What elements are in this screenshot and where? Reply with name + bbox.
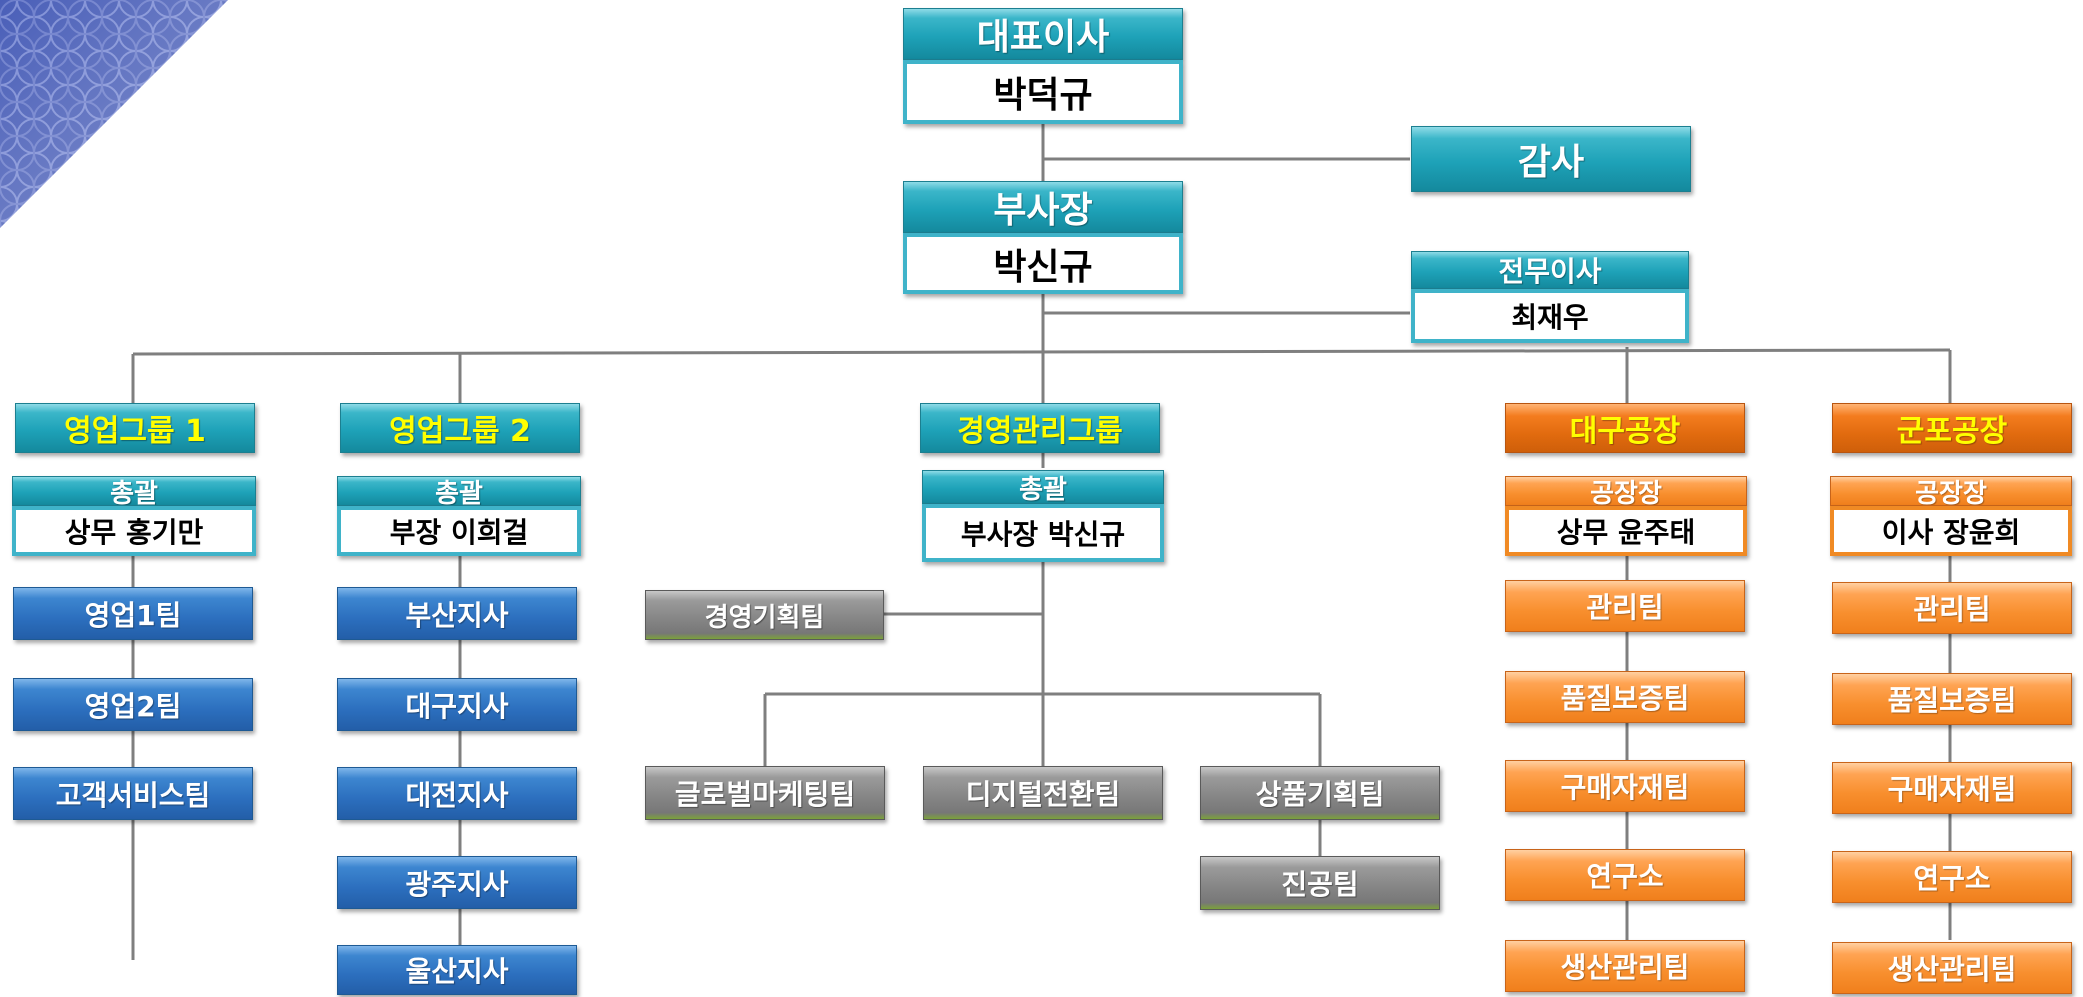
mgmt-group-lead: 부사장 박신규 <box>922 504 1164 562</box>
team-product-planning: 상품기획팀 <box>1200 766 1440 820</box>
daegu-team-production: 생산관리팀 <box>1505 940 1745 992</box>
branch-busan: 부산지사 <box>337 587 577 640</box>
sales-group2-lead: 부장 이희걸 <box>337 506 581 556</box>
daegu-team-quality: 품질보증팀 <box>1505 671 1745 723</box>
team-digital-transformation: 디지털전환팀 <box>923 766 1163 820</box>
team-vacuum: 진공팀 <box>1200 856 1440 910</box>
daegu-team-admin: 관리팀 <box>1505 580 1745 632</box>
exec-director-title: 전무이사 <box>1411 251 1689 289</box>
decorative-corner-pattern <box>0 0 228 228</box>
sales-group1-role: 총괄 <box>12 476 256 506</box>
daegu-factory-role: 공장장 <box>1505 476 1747 506</box>
ceo-name: 박덕규 <box>903 60 1183 124</box>
gunpo-factory-role: 공장장 <box>1830 476 2072 506</box>
gunpo-team-production: 생산관리팀 <box>1832 942 2072 994</box>
sales-group2-header: 영업그룹 2 <box>340 403 580 453</box>
gunpo-factory-lead: 이사 장윤희 <box>1830 506 2072 556</box>
auditor-box: 감사 <box>1411 126 1691 192</box>
daegu-factory-lead: 상무 윤주태 <box>1505 506 1747 556</box>
branch-ulsan: 울산지사 <box>337 945 577 995</box>
branch-daejeon: 대전지사 <box>337 767 577 820</box>
sales-group2-role: 총괄 <box>337 476 581 506</box>
team-sales1: 영업1팀 <box>13 587 253 640</box>
team-management-planning: 경영기획팀 <box>645 590 884 640</box>
team-customer-service: 고객서비스팀 <box>13 767 253 820</box>
gunpo-factory-header: 군포공장 <box>1832 403 2072 453</box>
ceo-title: 대표이사 <box>903 8 1183 60</box>
team-sales2: 영업2팀 <box>13 678 253 731</box>
vp-title: 부사장 <box>903 181 1183 233</box>
daegu-team-purchasing: 구매자재팀 <box>1505 760 1745 812</box>
gunpo-team-lab: 연구소 <box>1832 851 2072 903</box>
daegu-factory-header: 대구공장 <box>1505 403 1745 453</box>
gunpo-team-admin: 관리팀 <box>1832 582 2072 634</box>
daegu-team-lab: 연구소 <box>1505 849 1745 901</box>
sales-group1-header: 영업그룹 1 <box>15 403 255 453</box>
branch-daegu: 대구지사 <box>337 678 577 731</box>
branch-gwangju: 광주지사 <box>337 856 577 909</box>
gunpo-team-quality: 품질보증팀 <box>1832 673 2072 725</box>
vp-name: 박신규 <box>903 233 1183 294</box>
mgmt-group-header: 경영관리그룹 <box>920 403 1160 453</box>
exec-director-name: 최재우 <box>1411 289 1689 343</box>
mgmt-group-role: 총괄 <box>922 470 1164 504</box>
gunpo-team-purchasing: 구매자재팀 <box>1832 762 2072 814</box>
team-global-marketing: 글로벌마케팅팀 <box>645 766 885 820</box>
sales-group1-lead: 상무 홍기만 <box>12 506 256 556</box>
